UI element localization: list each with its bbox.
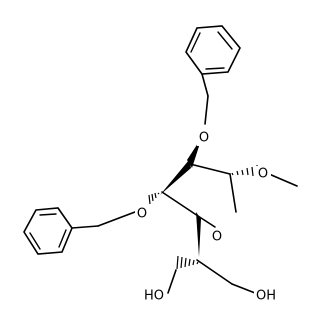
- atom-o-ring: O: [212, 230, 222, 245]
- bond-skeleton: [71, 73, 298, 294]
- atom-labels: O O O O HO OH: [135, 130, 279, 304]
- wedge-c2-c3: [160, 160, 191, 195]
- hashed-bonds: [148, 164, 259, 270]
- atom-o-benzyloxy-top: O: [199, 131, 209, 146]
- atom-o-methoxy: O: [258, 167, 268, 182]
- benzyl-ring-top: [185, 25, 241, 75]
- wedge-bonds: [160, 137, 202, 257]
- atom-o-benzyloxy-left: O: [137, 207, 147, 222]
- atom-hydroxyl-left: HO: [144, 289, 164, 304]
- benzyl-ring-left: [23, 207, 73, 255]
- atom-hydroxyl-right: OH: [256, 289, 276, 304]
- bond-ho: [167, 269, 177, 294]
- wedge-c4-c5: [196, 212, 201, 257]
